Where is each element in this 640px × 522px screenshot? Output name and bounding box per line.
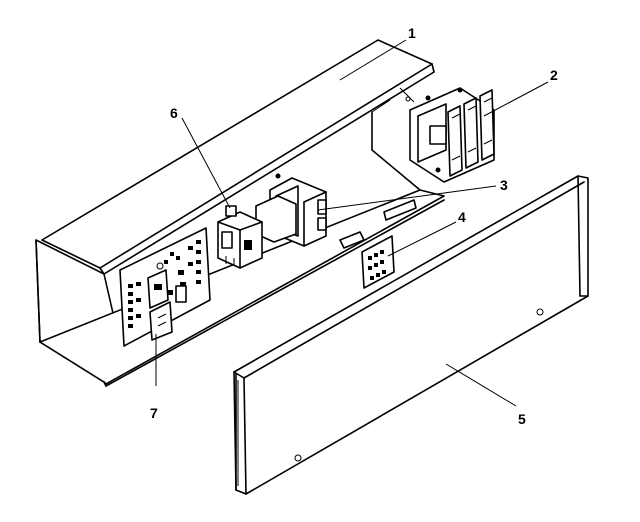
part-3-transformer xyxy=(255,173,327,247)
leader-2 xyxy=(483,81,549,117)
leader-3 xyxy=(317,185,497,211)
leader-1 xyxy=(339,39,407,81)
leader-5 xyxy=(445,363,517,407)
part-4-terminal-plate xyxy=(339,199,417,289)
part-7-control-board xyxy=(119,227,211,347)
leader-6 xyxy=(181,117,231,209)
callout-7: 7 xyxy=(150,405,158,421)
callout-2: 2 xyxy=(550,67,558,83)
callout-3: 3 xyxy=(500,177,508,193)
callout-1: 1 xyxy=(408,25,416,41)
part-2-contactor xyxy=(409,87,495,183)
leader-lines xyxy=(155,39,549,407)
callout-5: 5 xyxy=(518,411,526,427)
callout-6: 6 xyxy=(170,105,178,121)
callout-labels: 1 2 3 4 5 6 7 xyxy=(150,25,558,427)
callout-4: 4 xyxy=(458,209,466,225)
leader-4 xyxy=(387,221,457,257)
part-5-front-cover xyxy=(233,175,589,495)
part-6-relay xyxy=(217,205,263,269)
